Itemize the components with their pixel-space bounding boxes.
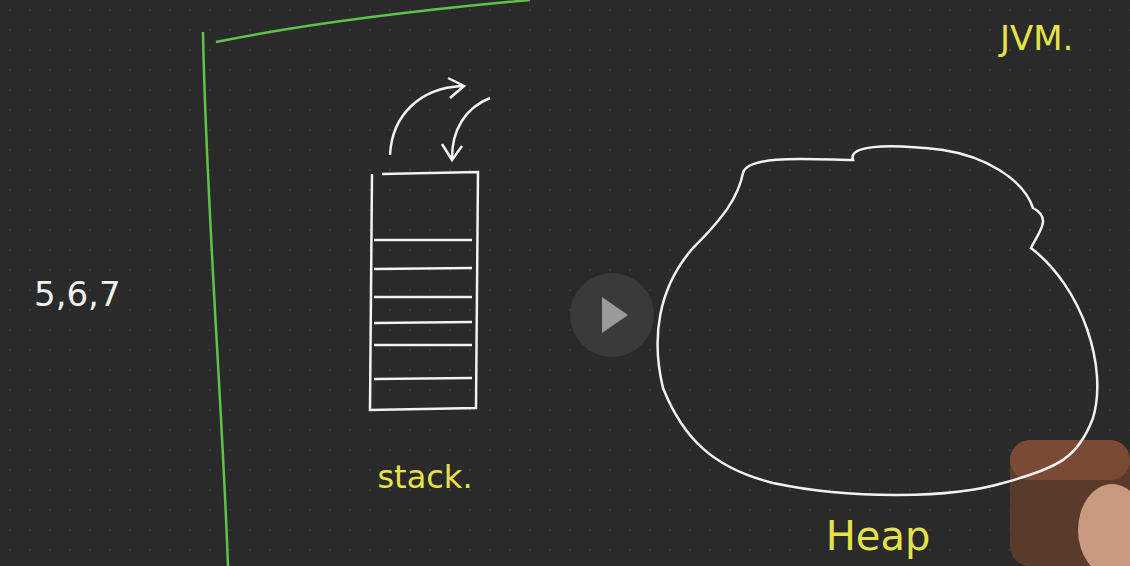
stack-node: stack. [340, 160, 510, 500]
stack-frame-line [374, 239, 472, 242]
stack-frame-line [374, 378, 472, 379]
node-caption: Heap [826, 513, 931, 559]
arrow-head [448, 78, 464, 98]
presenter-face [1078, 484, 1130, 566]
play-icon [602, 297, 628, 333]
pop-arrow [452, 98, 490, 158]
heap-node: Heap [648, 138, 1108, 563]
arrow-head [442, 144, 462, 160]
jvm-label: JVM. [1000, 18, 1073, 58]
presenter-background [1010, 440, 1130, 480]
node-shape [340, 160, 510, 500]
heap-cloud [658, 146, 1098, 495]
region-line [203, 32, 228, 566]
play-button [570, 273, 654, 357]
region-line [216, 0, 530, 42]
node-caption: stack. [377, 458, 472, 496]
stack-frame-line [374, 322, 472, 323]
stack-outline [370, 172, 478, 410]
stack-frame-line [374, 344, 472, 347]
stack-frame-line [374, 268, 472, 269]
input-numbers: 5,6,7 [34, 274, 121, 314]
node-shape [648, 138, 1108, 563]
stack-frame-line [374, 296, 472, 299]
